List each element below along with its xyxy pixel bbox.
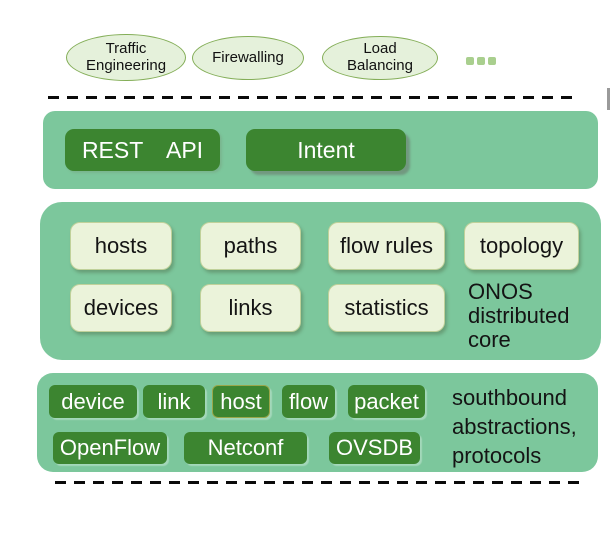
app-oval-traffic-engineering: Traffic Engineering bbox=[66, 34, 186, 81]
ellipsis-dot bbox=[466, 57, 474, 65]
sb-box-ovsdb: OVSDB bbox=[329, 432, 420, 464]
ellipsis-icon bbox=[466, 57, 496, 65]
core-box-hosts: hosts bbox=[70, 222, 172, 270]
core-caption-line: core bbox=[468, 327, 511, 352]
southbound-caption: southbound abstractions, protocols bbox=[452, 383, 577, 470]
core-caption: ONOS distributed core bbox=[468, 280, 570, 352]
rest-api-box: REST API bbox=[65, 129, 220, 171]
sb-box-link: link bbox=[143, 385, 205, 418]
bottom-dashed-divider bbox=[55, 481, 583, 484]
app-oval-load-balancing: Load Balancing bbox=[322, 36, 438, 80]
southbound-caption-line: southbound bbox=[452, 385, 567, 410]
sb-box-flow: flow bbox=[282, 385, 335, 418]
core-box-flow-rules: flow rules bbox=[328, 222, 445, 270]
core-box-devices: devices bbox=[70, 284, 172, 332]
southbound-band: device link host flow packet OpenFlow Ne… bbox=[37, 373, 598, 472]
sb-box-packet: packet bbox=[348, 385, 425, 418]
top-dashed-divider bbox=[48, 96, 580, 99]
core-box-paths: paths bbox=[200, 222, 301, 270]
core-caption-line: ONOS bbox=[468, 279, 533, 304]
core-box-links: links bbox=[200, 284, 301, 332]
sb-box-host: host bbox=[212, 385, 270, 418]
southbound-caption-line: abstractions, bbox=[452, 414, 577, 439]
core-caption-line: distributed bbox=[468, 303, 570, 328]
app-oval-firewalling: Firewalling bbox=[192, 36, 304, 80]
northbound-api-band: REST API Intent bbox=[43, 111, 598, 189]
core-box-topology: topology bbox=[464, 222, 579, 270]
sb-box-netconf: Netconf bbox=[184, 432, 307, 464]
southbound-caption-line: protocols bbox=[452, 443, 542, 468]
intent-box: Intent bbox=[246, 129, 406, 171]
ellipsis-dot bbox=[477, 57, 485, 65]
sb-box-openflow: OpenFlow bbox=[53, 432, 167, 464]
ellipsis-dot bbox=[488, 57, 496, 65]
edge-artifact bbox=[607, 88, 610, 110]
core-box-statistics: statistics bbox=[328, 284, 445, 332]
distributed-core-band: hosts paths flow rules topology devices … bbox=[40, 202, 601, 360]
sb-box-device: device bbox=[49, 385, 137, 418]
